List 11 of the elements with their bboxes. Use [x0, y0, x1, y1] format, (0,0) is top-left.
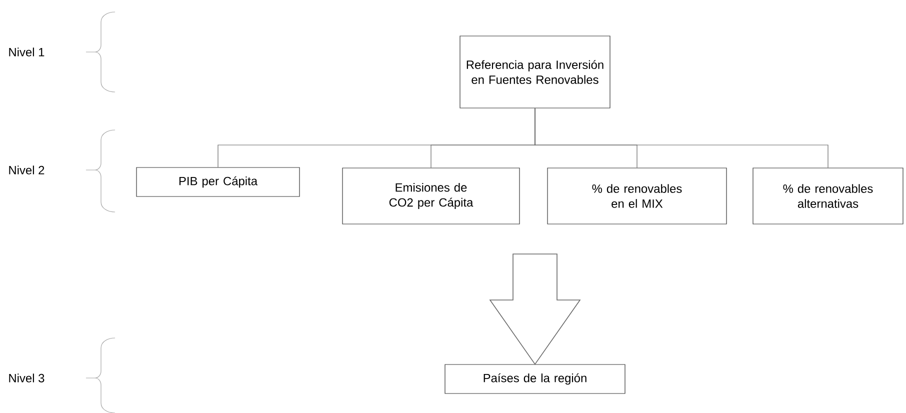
process-box: Emisiones de CO2 per Cápita [342, 168, 520, 224]
process-box: Países de la región [444, 364, 626, 394]
block-arrow [489, 254, 581, 365]
level-label: Nivel 3 [9, 374, 44, 382]
level-label: Nivel 1 [9, 48, 44, 56]
level-label: Nivel 2 [9, 166, 44, 174]
process-box: Referencia para Inversión en Fuentes Renovables [460, 36, 610, 108]
process-box: % de renovables alternativas [752, 168, 904, 224]
process-box: PIB per Cápita [136, 167, 300, 197]
connector-line [534, 108, 828, 168]
process-box: % de renovables en el MIX [547, 168, 727, 224]
